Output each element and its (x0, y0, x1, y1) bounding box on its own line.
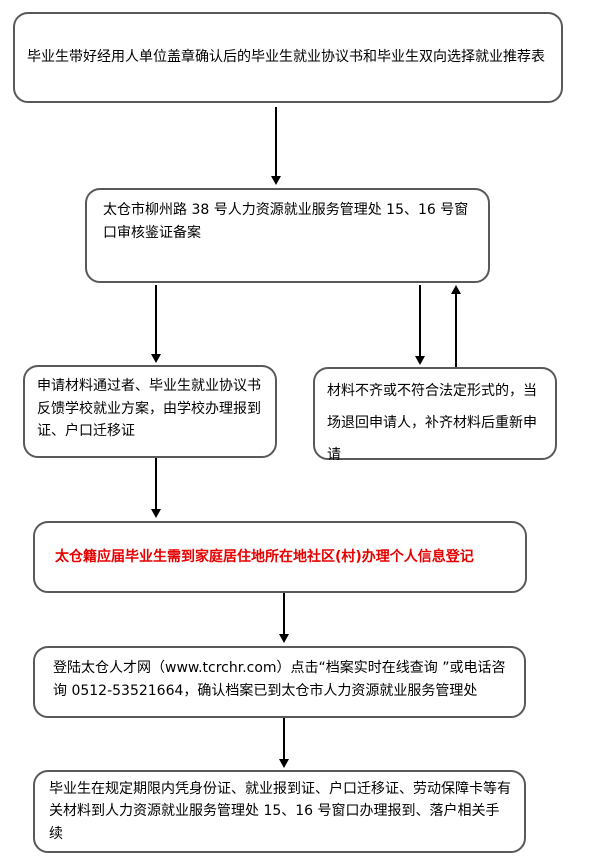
arrow-line (275, 107, 277, 177)
arrow-down-icon (271, 176, 281, 185)
flow-step-community-registration-label: 太仓籍应届毕业生需到家庭居住地所在地社区(村)办理个人信息登记 (55, 548, 474, 565)
arrow-up-icon (451, 285, 461, 294)
arrow-line (155, 285, 157, 355)
flow-step-community-registration: 太仓籍应届毕业生需到家庭居住地所在地社区(村)办理个人信息登记 (33, 521, 527, 593)
arrow-down-icon (151, 354, 161, 363)
arrow-line (455, 293, 457, 367)
flow-step-archive-confirm: 登陆太仓人才网（www.tcrchr.com）点击“档案实时在线查询 ”或电话咨… (33, 646, 526, 718)
arrow-line (283, 718, 285, 760)
arrow-line (155, 458, 157, 510)
flow-step-rejected-resubmit: 材料不齐或不符合法定形式的，当场退回申请人，补齐材料后重新申请 (313, 367, 557, 463)
arrow-line (283, 593, 285, 635)
flow-step-submit-agreement-label: 毕业生带好经用人单位盖章确认后的毕业生就业协议书和毕业生双向选择就业推荐表 (27, 49, 545, 66)
flow-step-window-review: 太仓市柳州路 38 号人力资源就业服务管理处 15、16 号窗口审核鉴证备案 (85, 188, 490, 283)
flow-step-approved-feedback: 申请材料通过者、毕业生就业协议书反馈学校就业方案，由学校办理报到证、户口迁移证 (23, 365, 277, 458)
flow-step-submit-agreement: 毕业生带好经用人单位盖章确认后的毕业生就业协议书和毕业生双向选择就业推荐表 (13, 12, 563, 103)
flow-step-final-settlement: 毕业生在规定期限内凭身份证、就业报到证、户口迁移证、劳动保障卡等有关材料到人力资… (33, 770, 526, 853)
arrow-down-icon (151, 509, 161, 518)
arrow-down-icon (279, 634, 289, 643)
arrow-down-icon (415, 356, 425, 365)
arrow-down-icon (279, 759, 289, 768)
arrow-line (419, 285, 421, 357)
